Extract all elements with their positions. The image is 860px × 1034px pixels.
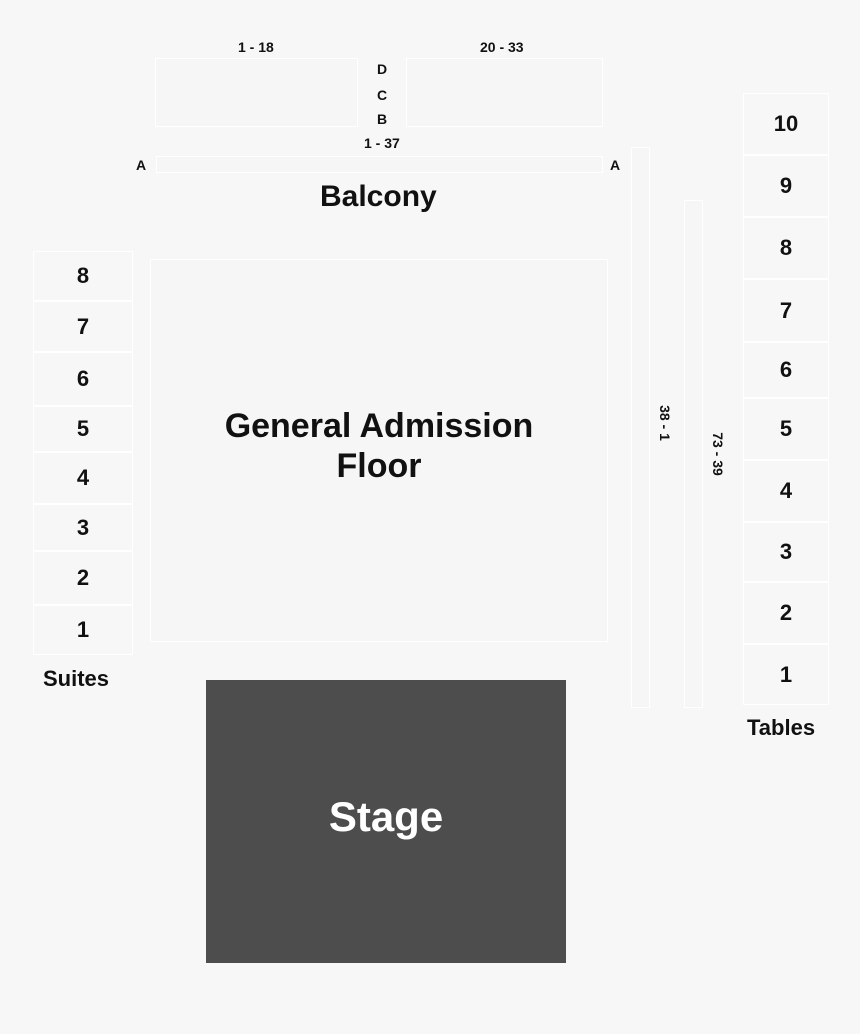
balcony-row-b-label: B (377, 111, 388, 127)
side-inner-section[interactable] (631, 147, 650, 708)
suite-6[interactable]: 6 (33, 352, 133, 406)
table-number: 2 (779, 600, 793, 625)
table-8[interactable]: 8 (743, 217, 829, 279)
suite-5[interactable]: 5 (33, 406, 133, 452)
table-number: 9 (779, 173, 793, 198)
suites-title: Suites (43, 666, 110, 691)
suite-1[interactable]: 1 (33, 605, 133, 655)
suite-8[interactable]: 8 (33, 251, 133, 301)
table-number: 6 (779, 357, 793, 382)
table-number: 4 (779, 478, 793, 503)
balcony-row-a-left-label: A (136, 157, 147, 173)
table-number: 10 (773, 111, 799, 136)
table-1[interactable]: 1 (743, 644, 829, 705)
balcony-right-range-label: 20 - 33 (480, 39, 524, 55)
balcony-title: Balcony (320, 180, 437, 213)
table-number: 3 (779, 539, 793, 564)
table-9[interactable]: 9 (743, 155, 829, 217)
balcony-row-d-label: D (377, 61, 388, 77)
side-outer-section[interactable] (684, 200, 703, 708)
tables-title: Tables (747, 715, 816, 740)
suite-2[interactable]: 2 (33, 551, 133, 605)
stage-label: Stage (328, 792, 444, 840)
table-number: 5 (779, 416, 793, 441)
suite-4[interactable]: 4 (33, 452, 133, 504)
balcony-row-a-section[interactable] (156, 156, 603, 173)
balcony-row-a-right-label: A (610, 157, 621, 173)
table-10[interactable]: 10 (743, 93, 829, 155)
suite-number: 3 (76, 514, 90, 540)
balcony-left-section[interactable] (155, 58, 358, 127)
table-5[interactable]: 5 (743, 398, 829, 460)
table-number: 1 (779, 661, 793, 687)
general-admission-floor-label: General Admission Floor (150, 259, 608, 642)
suite-number: 5 (76, 416, 90, 441)
floor-label-line1: General Admission (224, 406, 534, 445)
general-admission-floor[interactable] (150, 259, 608, 642)
suite-3[interactable]: 3 (33, 504, 133, 551)
table-7[interactable]: 7 (743, 279, 829, 342)
table-6[interactable]: 6 (743, 342, 829, 398)
table-3[interactable]: 3 (743, 522, 829, 582)
table-number: 7 (779, 297, 793, 323)
side-inner-range-label: 38 - 1 (657, 405, 673, 441)
floor-label-line2: Floor (336, 446, 422, 485)
suite-number: 7 (76, 313, 90, 339)
suite-number: 4 (76, 465, 90, 490)
table-2[interactable]: 2 (743, 582, 829, 644)
balcony-left-range-label: 1 - 18 (238, 39, 274, 55)
suite-number: 8 (76, 263, 90, 288)
suite-7[interactable]: 7 (33, 301, 133, 352)
balcony-row-a-range-label: 1 - 37 (364, 135, 400, 151)
suite-number: 2 (76, 565, 90, 590)
side-outer-range-label: 73 - 39 (710, 432, 726, 476)
suite-number: 1 (76, 617, 90, 642)
balcony-right-section[interactable] (406, 58, 603, 127)
table-number: 8 (779, 235, 793, 260)
table-4[interactable]: 4 (743, 460, 829, 522)
balcony-row-c-label: C (377, 87, 388, 103)
suite-number: 6 (76, 366, 90, 391)
stage[interactable]: Stage (206, 680, 566, 963)
